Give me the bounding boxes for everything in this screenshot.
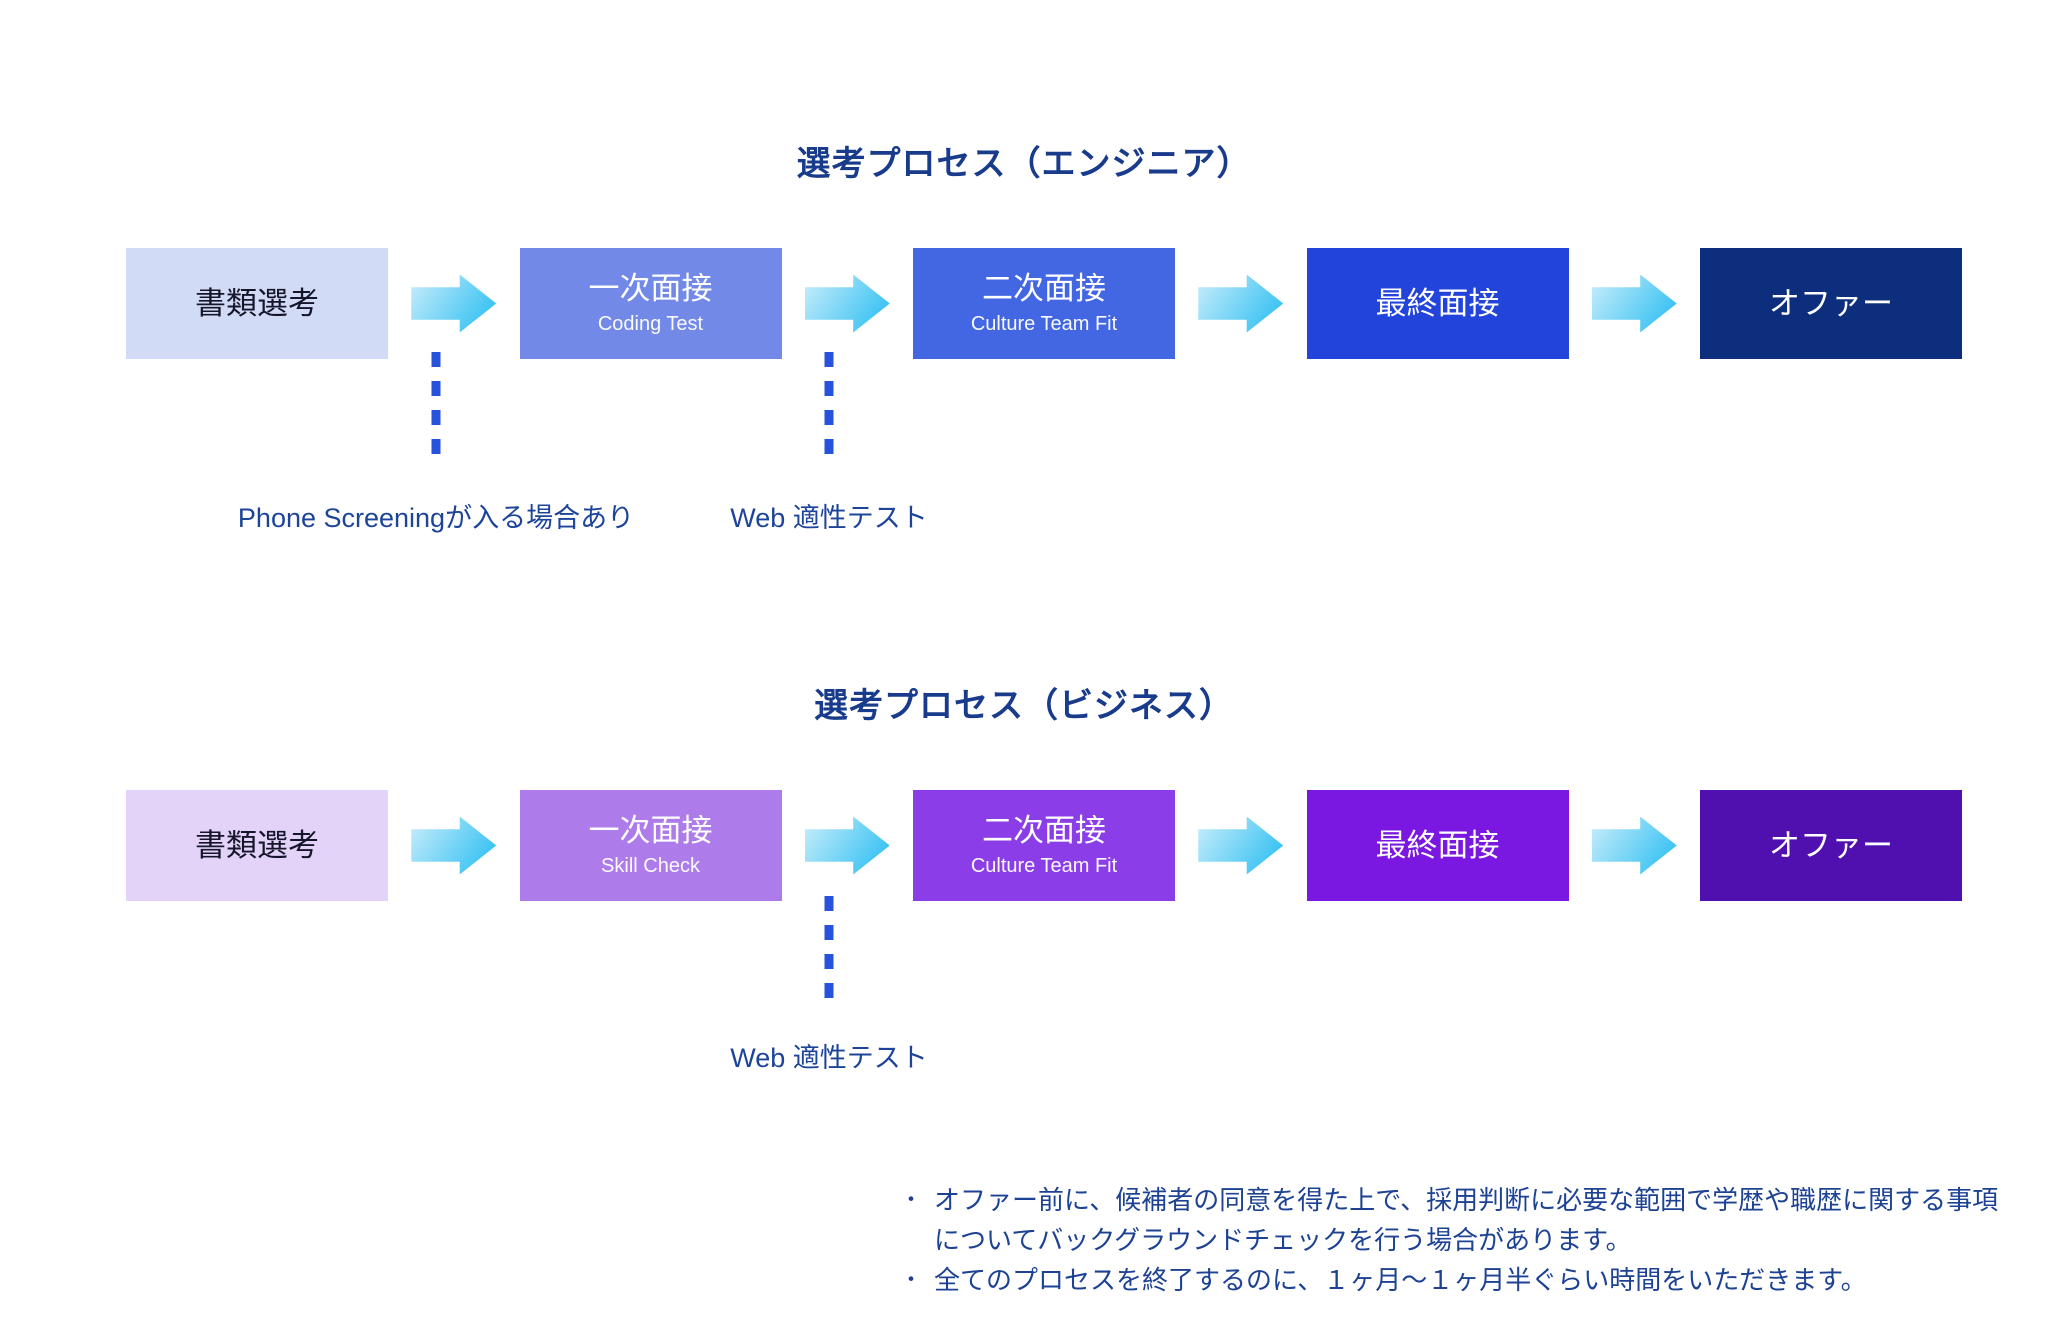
right-arrow-icon <box>1198 274 1284 333</box>
step-sublabel: Culture Team Fit <box>970 854 1118 877</box>
step-label: オファー <box>1769 827 1893 863</box>
process-step-5: オファー <box>1700 248 1962 359</box>
step-label: 最終面接 <box>1375 827 1500 863</box>
process-flow: 書類選考 一次面接 Skill Check 二次面接 Culture Team Fit 最… <box>126 790 1962 901</box>
process-step-2: 一次面接 Skill Check <box>519 790 782 901</box>
annotation-label: Web 適性テスト <box>730 1043 928 1073</box>
dashed-connector <box>431 352 441 468</box>
right-arrow-icon <box>411 274 497 333</box>
bullet-marker: ・ <box>900 1267 923 1292</box>
step-sublabel: Coding Test <box>597 312 704 335</box>
right-arrow-icon <box>1591 274 1677 333</box>
process-step-3: 二次面接 Culture Team Fit <box>913 790 1175 901</box>
notes-list: ・オファー前に、候補者の同意を得た上で、採用判断に必要な範囲で学歴や職歴に関する… <box>900 1180 2012 1300</box>
process-step-1: 書類選考 <box>126 790 388 901</box>
process-step-5: オファー <box>1700 790 1962 901</box>
step-sublabel: Skill Check <box>601 854 700 877</box>
right-arrow-icon <box>804 816 890 875</box>
process-flow: 書類選考 一次面接 Coding Test 二次面接 Culture Team Fit 最… <box>126 248 1962 359</box>
process-step-4: 最終面接 <box>1306 248 1569 359</box>
step-sublabel: Culture Team Fit <box>970 312 1118 335</box>
dashed-connector <box>824 896 834 1002</box>
right-arrow-icon <box>411 816 497 875</box>
step-label: 最終面接 <box>1375 285 1500 321</box>
bullet-marker: ・ <box>900 1187 923 1212</box>
dashed-connector <box>824 352 834 468</box>
note-text: オファー前に、候補者の同意を得た上で、採用判断に必要な範囲で学歴や職歴に関する事… <box>934 1185 1999 1255</box>
right-arrow-icon <box>1198 816 1284 875</box>
step-label: 一次面接 <box>588 813 713 849</box>
right-arrow-icon <box>1591 816 1677 875</box>
step-label: 書類選考 <box>195 827 319 863</box>
process-step-2: 一次面接 Coding Test <box>519 248 782 359</box>
note-item: ・全てのプロセスを終了するのに、１ヶ月〜１ヶ月半ぐらい時間をいただきます。 <box>900 1260 2012 1300</box>
step-label: オファー <box>1769 285 1893 321</box>
section-title: 選考プロセス（エンジニア） <box>796 145 1252 183</box>
process-step-4: 最終面接 <box>1306 790 1569 901</box>
process-step-3: 二次面接 Culture Team Fit <box>913 248 1175 359</box>
step-label: 書類選考 <box>195 285 319 321</box>
annotation-label: Web 適性テスト <box>730 503 928 533</box>
note-text: 全てのプロセスを終了するのに、１ヶ月〜１ヶ月半ぐらい時間をいただきます。 <box>934 1265 1867 1295</box>
annotation-label: Phone Screeningが入る場合あり <box>237 503 635 533</box>
right-arrow-icon <box>804 274 890 333</box>
note-item: ・オファー前に、候補者の同意を得た上で、採用判断に必要な範囲で学歴や職歴に関する… <box>900 1180 2012 1260</box>
step-label: 一次面接 <box>588 271 713 307</box>
step-label: 二次面接 <box>982 271 1106 307</box>
section-title: 選考プロセス（ビジネス） <box>814 687 1234 725</box>
step-label: 二次面接 <box>982 813 1106 849</box>
process-step-1: 書類選考 <box>126 248 388 359</box>
